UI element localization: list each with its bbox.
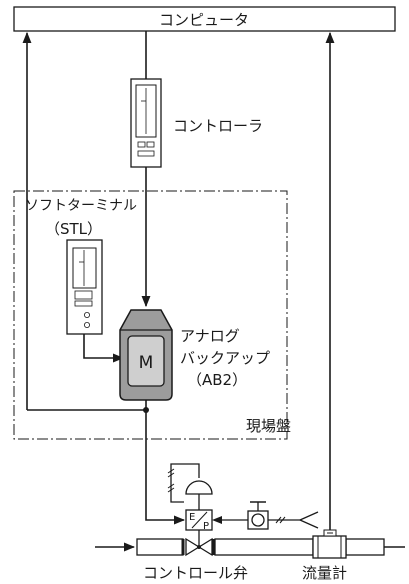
control-valve: E P [185, 480, 213, 557]
air-supply-regulator [212, 501, 319, 530]
controller-label: コントローラ [173, 117, 263, 135]
control-valve-label: コントロール弁 [143, 564, 248, 582]
analog-module-mark: M [139, 353, 154, 373]
soft-terminal-label: ソフトターミナル [25, 198, 137, 214]
process-pipe [95, 538, 405, 556]
soft-terminal-unit [66, 239, 103, 335]
analog-backup-module: M [119, 309, 173, 401]
ep-converter-p: P [203, 521, 209, 532]
soft-terminal-abbrev: （STL） [45, 220, 102, 238]
analog-backup-label-3: （AB2） [187, 371, 247, 389]
field-panel-boundary [13, 190, 288, 440]
computer-label: コンピュータ [159, 11, 249, 29]
flow-meter [312, 529, 347, 559]
flow-meter-label: 流量計 [302, 564, 347, 582]
analog-backup-label-2: バックアップ [180, 349, 270, 367]
field-panel-label: 現場盤 [246, 417, 291, 435]
controller-unit [130, 78, 162, 168]
ep-converter-e: E [189, 512, 195, 523]
analog-backup-label-1: アナログ [180, 327, 240, 345]
computer-box: コンピュータ [13, 6, 396, 32]
pneumatic-loop [167, 463, 200, 503]
